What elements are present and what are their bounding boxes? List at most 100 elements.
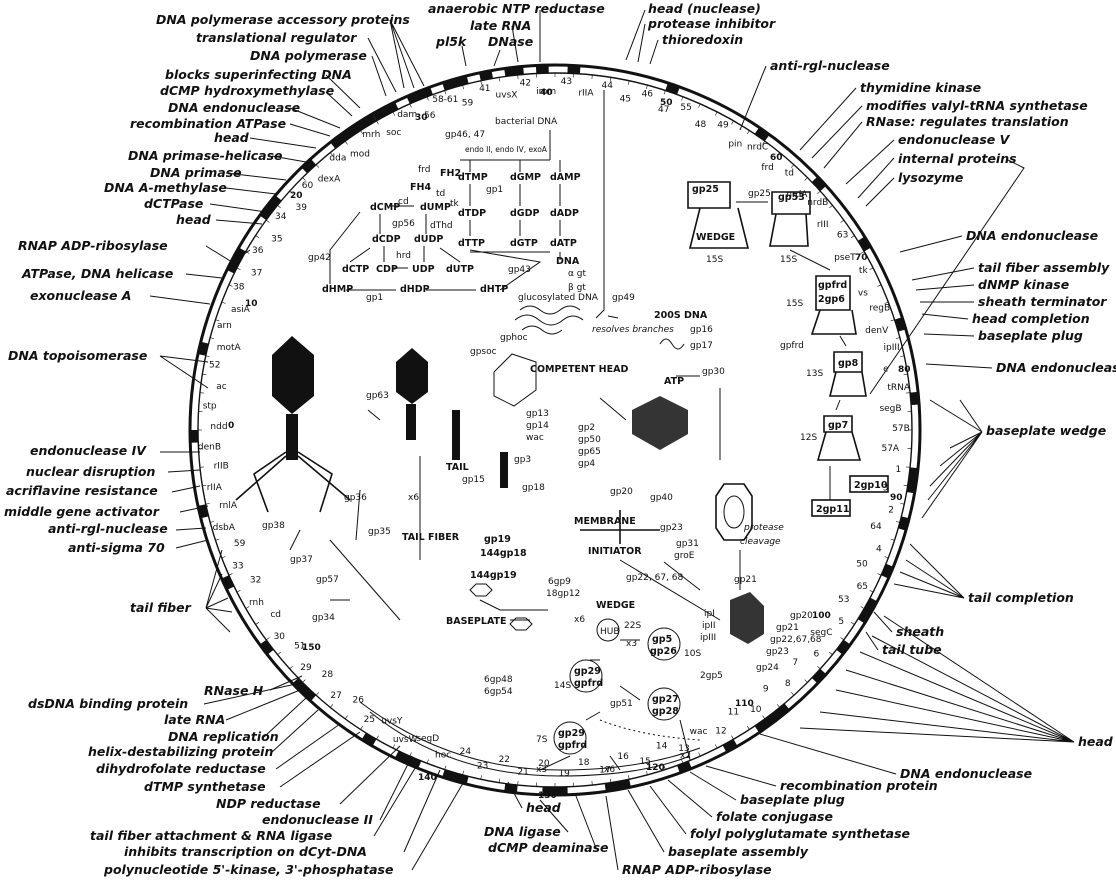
ring-ticks [198,73,912,787]
label-exonuclease-a: exonuclease A [30,288,131,303]
label-head-bottom: head [526,800,562,815]
label-rnap-adp-left: RNAP ADP-ribosylase [18,238,168,253]
gene-symbol-label: 12 [715,727,726,737]
label-inhibits-transcription: inhibits transcription on dCyt-DNA [124,844,367,859]
ha-box-5 [816,415,862,461]
ha-gp2: gp2 [578,423,595,433]
np-dcdp: dCDP [372,234,401,245]
gene-symbol-label: 33 [232,561,243,571]
leader-tl-7 [289,123,331,137]
ma-gp24: gp24 [756,663,779,673]
leader-r-18 [865,631,879,651]
pa-gp5-circle [647,627,681,661]
gene-symbol-label: uvsX [496,91,518,101]
pa-gpfrd-b: gpfrd [558,740,587,751]
np-dump: dUMP [420,202,451,213]
ring-tick [817,665,821,670]
gene-symbol-labels: rIIArIIBdenBnddstpac52motAarnasiA3837363… [198,77,911,779]
label-dna-polymerase: DNA polymerase [250,48,367,63]
leader-bc-1 [507,781,523,809]
gene-symbol-label: 3 [883,484,889,494]
np-beta-gt: β gt [568,283,586,293]
np-lines-2 [469,184,561,206]
gene-symbol-label: 45 [620,94,631,104]
ring-tick [462,85,464,90]
label-baseplate-plug-b: baseplate plug [740,792,845,807]
np-dctp: dCTP [342,264,369,275]
gene-symbol-label: 30 [274,632,286,642]
ha-wedge-label: WEDGE [696,232,735,243]
ring-gene-block [894,317,906,332]
ha-gp7: gp7 [828,420,848,431]
pa-gp18: gp18 [522,483,545,493]
pa-tail: TAIL [446,462,469,473]
gene-symbol-label: 57A [881,444,899,454]
ring-tick [266,219,270,223]
ring-tick [663,90,666,95]
leader-l-1 [205,245,251,263]
scale-80: 80 [898,365,911,375]
np-dhmp: dHMP [322,284,353,295]
gene-symbol-label: 44 [601,81,613,91]
ring-tick [895,337,900,339]
ring-gene-block [906,467,919,494]
leader-r-5 [845,139,895,185]
ring-gene-block [504,66,524,77]
np-dthd: dThd [430,221,453,231]
ring-tick [731,120,734,125]
np-td: td [436,189,445,199]
leader-bc-3 [575,795,597,849]
ha-gpfrd-2: gpfrd [780,341,804,351]
gene-symbol-label: 48 [695,120,707,130]
ring-gene-block [221,575,235,591]
ha-2gp11-box [811,499,851,517]
label-tail-fiber-left: tail fiber [130,600,192,615]
ring-inner-arcs [359,701,701,777]
gene-symbol-label: 14 [656,742,668,752]
ring-tick [840,637,844,641]
ring-tick [344,715,348,719]
leader-bl-2 [203,683,297,705]
gene-symbol-label: 18 [578,758,590,768]
ring-tick [480,775,482,780]
np-pathway-lines [329,205,561,291]
ring-tick [731,735,734,740]
gene-symbol-label: soc [386,128,401,138]
gene-symbol-label: 13 [678,744,689,754]
ring-tick [210,337,215,339]
ha-wac: wac [526,433,544,443]
scale-numbers: 0 10 20 30 40 50 60 70 80 90 100 110 120… [228,88,911,801]
label-thymidine-kinase: thymidine kinase [860,80,981,95]
ma-gp22-67-68: gp22, 67, 68 [626,573,683,583]
leader-r-15 [921,399,983,519]
gene-symbol-label: 47 [658,105,669,115]
pa-7s: 7S [536,735,548,745]
labels-right: anti-rgl-nuclease thymidine kinase modif… [739,58,1116,749]
np-cd: cd [398,197,409,207]
gene-symbol-label: 49 [717,121,729,131]
pa-gp29-circle-a [569,659,603,693]
ha-competent-head [493,353,537,407]
pa-x6-b: x6 [574,615,585,625]
ring-gene-block [567,65,581,74]
gene-symbol-label: 63 [837,231,848,241]
inner-arc-2 [369,711,691,777]
leader-tl-5 [325,91,353,117]
label-dnmp-kinase: dNMP kinase [978,277,1069,292]
phage-tail [286,414,298,460]
ma-membrane: MEMBRANE [574,516,636,527]
ring-tick [890,319,895,322]
gene-symbol-label: dda [329,154,346,164]
pa-gp15: gp15 [462,475,485,485]
ring-gene-block [898,516,910,531]
label-rnap-adp-bottom: RNAP ADP-ribosylase [622,862,772,877]
ha-gpfrd-1: gpfrd [818,280,847,291]
gene-symbol-label: 20 [538,759,550,769]
label-baseplate-assembly: baseplate assembly [668,844,809,859]
ht-tail [406,404,416,440]
ring-tick [444,90,447,95]
ha-atp: ATP [664,376,684,387]
gene-symbol-label: segD [416,734,439,744]
